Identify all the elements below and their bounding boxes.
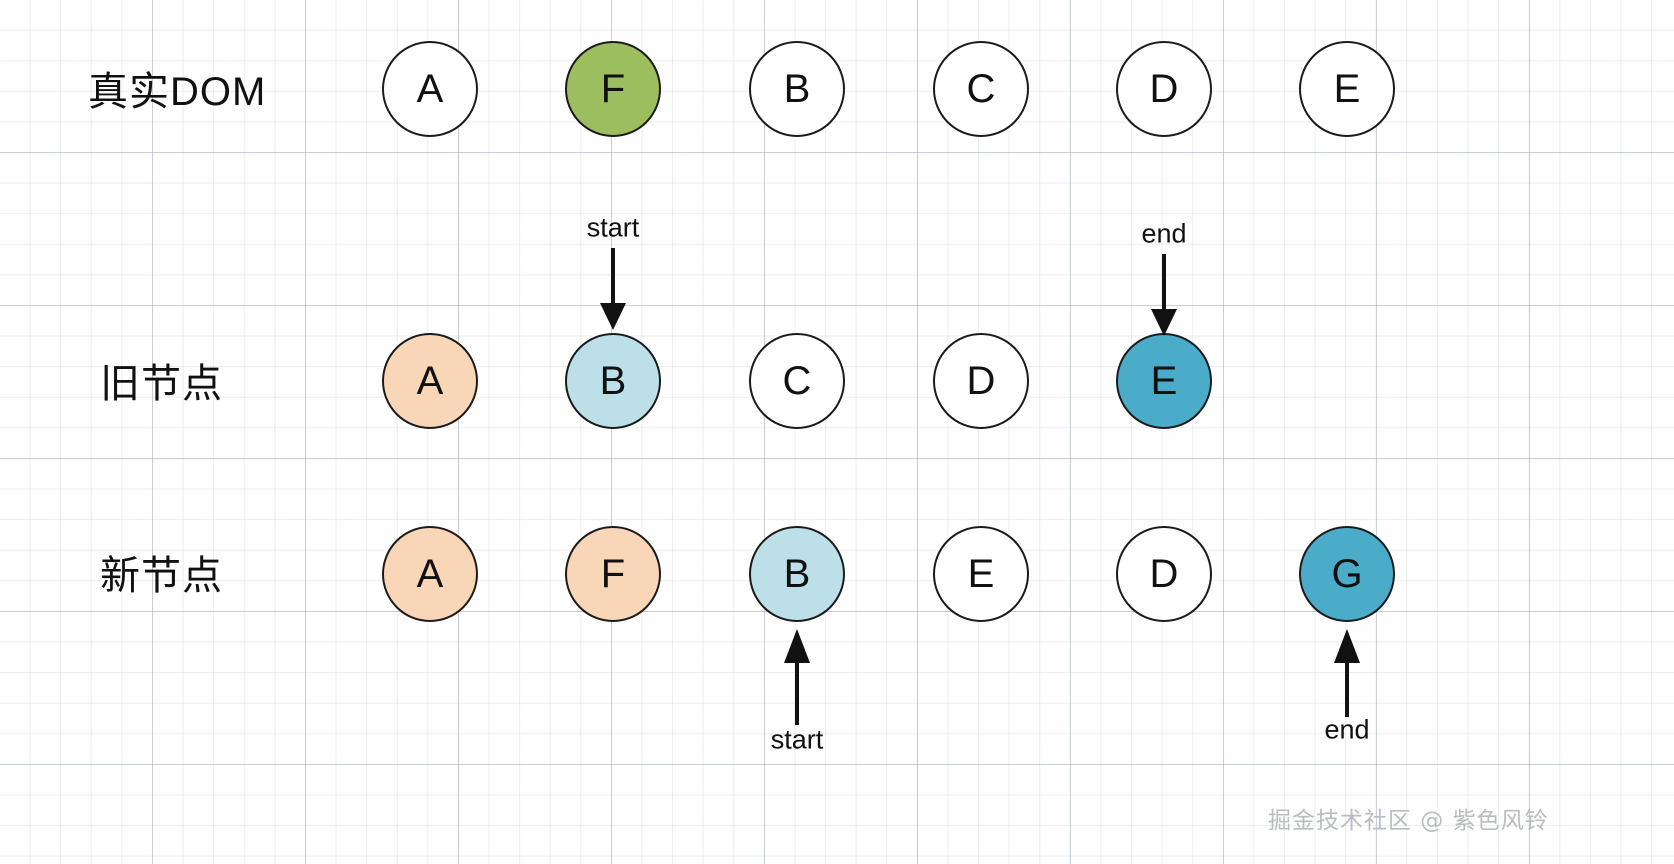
- real-dom-node-e[interactable]: E: [1299, 41, 1395, 137]
- new-node-e[interactable]: E: [933, 526, 1029, 622]
- row-label-real-dom: 真实DOM: [88, 70, 267, 114]
- end-arrow-up-new-g: [1334, 629, 1360, 717]
- real-dom-node-d[interactable]: D: [1116, 41, 1212, 137]
- old-node-e[interactable]: E: [1116, 333, 1212, 429]
- real-dom-node-c[interactable]: C: [933, 41, 1029, 137]
- start-arrow-up-new-b: [784, 629, 810, 725]
- real-dom-node-b[interactable]: B: [749, 41, 845, 137]
- watermark: 掘金技术社区 @ 紫色风铃: [1268, 808, 1549, 834]
- start-label-top: start: [586, 212, 640, 243]
- real-dom-node-a[interactable]: A: [382, 41, 478, 137]
- new-node-b[interactable]: B: [749, 526, 845, 622]
- end-arrow-down-old-e: [1151, 254, 1177, 336]
- row-label-new-nodes: 新节点: [100, 554, 223, 598]
- end-label-bottom: end: [1324, 714, 1370, 745]
- old-node-c[interactable]: C: [749, 333, 845, 429]
- new-node-d[interactable]: D: [1116, 526, 1212, 622]
- row-label-old-nodes: 旧节点: [100, 362, 223, 406]
- start-label-bottom: start: [770, 724, 824, 755]
- end-label-top: end: [1141, 218, 1187, 249]
- new-node-f[interactable]: F: [565, 526, 661, 622]
- old-node-b[interactable]: B: [565, 333, 661, 429]
- new-node-a[interactable]: A: [382, 526, 478, 622]
- start-arrow-down-old-b: [600, 248, 626, 330]
- old-node-d[interactable]: D: [933, 333, 1029, 429]
- real-dom-node-f[interactable]: F: [565, 41, 661, 137]
- new-node-g[interactable]: G: [1299, 526, 1395, 622]
- old-node-a[interactable]: A: [382, 333, 478, 429]
